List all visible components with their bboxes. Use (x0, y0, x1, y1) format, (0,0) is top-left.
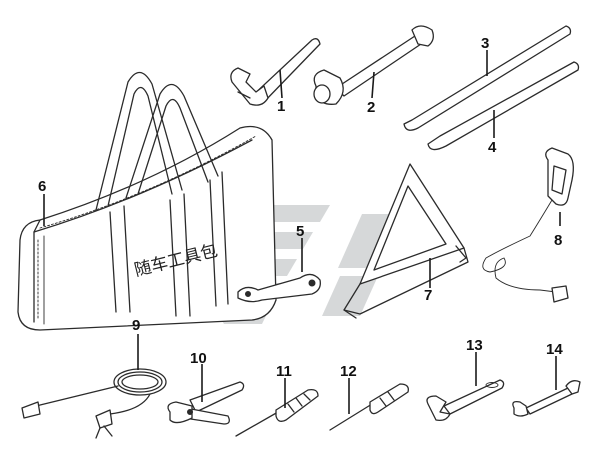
callout-5: 5 (296, 223, 304, 240)
callout-4: 4 (488, 139, 497, 156)
callout-8: 8 (554, 232, 562, 249)
open-end-wrench-illustration (512, 380, 581, 417)
callout-1: 1 (277, 98, 285, 115)
pry-bar-illustration (403, 25, 572, 131)
tire-inflator-hose-illustration (21, 368, 167, 439)
callout-7: 7 (424, 287, 432, 304)
tool-bag-illustration (17, 71, 277, 331)
callout-11: 11 (276, 363, 292, 380)
tire-lever-illustration (427, 61, 580, 151)
callout-13: 13 (466, 337, 483, 354)
callout-6: 6 (38, 178, 46, 195)
pliers-illustration (167, 381, 245, 425)
callout-2: 2 (367, 99, 375, 116)
callout-9: 9 (132, 317, 140, 334)
callout-14: 14 (546, 341, 563, 358)
small-screwdriver-illustration (329, 383, 409, 431)
warning-triangle-illustration (343, 163, 469, 319)
callout-12: 12 (340, 363, 357, 380)
socket-wrench-illustration (313, 25, 434, 105)
work-lamp-illustration (482, 147, 574, 303)
adjustable-wrench-illustration (230, 38, 321, 106)
callout-3: 3 (481, 35, 489, 52)
large-adjustable-wrench-illustration (426, 379, 505, 422)
hook-wrench-illustration (237, 273, 321, 303)
screwdriver-illustration (235, 388, 319, 437)
callout-10: 10 (190, 350, 207, 367)
